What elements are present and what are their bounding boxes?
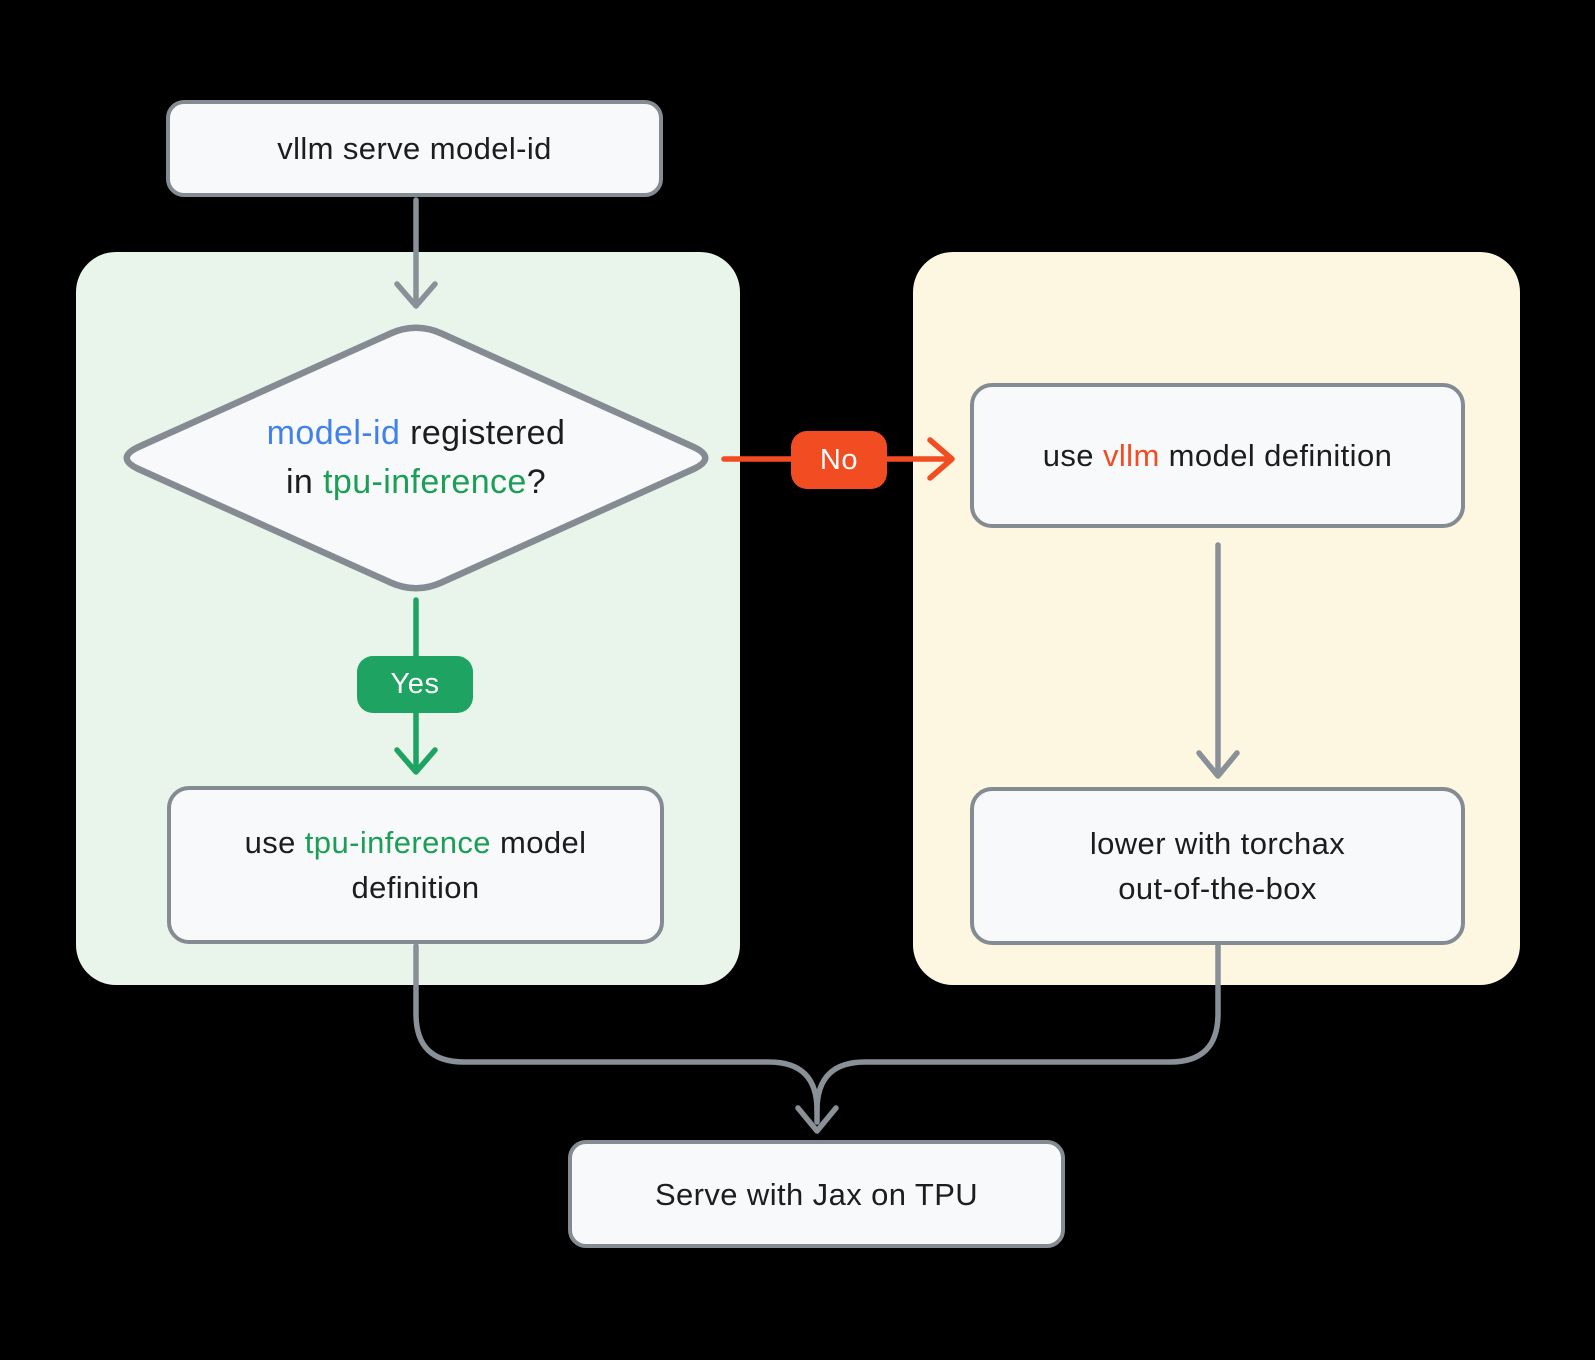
arrowhead-down-icon (795, 1105, 839, 1134)
serve-label: Serve with Jax on TPU (654, 1176, 979, 1212)
no-edge-label: No (791, 431, 887, 489)
vllm-result-label: use vllm model definition (1042, 438, 1393, 473)
start-command-label: vllm serve model-id (277, 131, 552, 166)
node-serve-with-jax: Serve with Jax on TPU (568, 1140, 1065, 1248)
node-vllm-model-definition: use vllm model definition (970, 383, 1465, 528)
yes-edge-label: Yes (357, 656, 473, 713)
yes-label-text: Yes (390, 668, 440, 700)
node-start-command: vllm serve model-id (166, 100, 663, 197)
no-label-text: No (819, 443, 859, 476)
